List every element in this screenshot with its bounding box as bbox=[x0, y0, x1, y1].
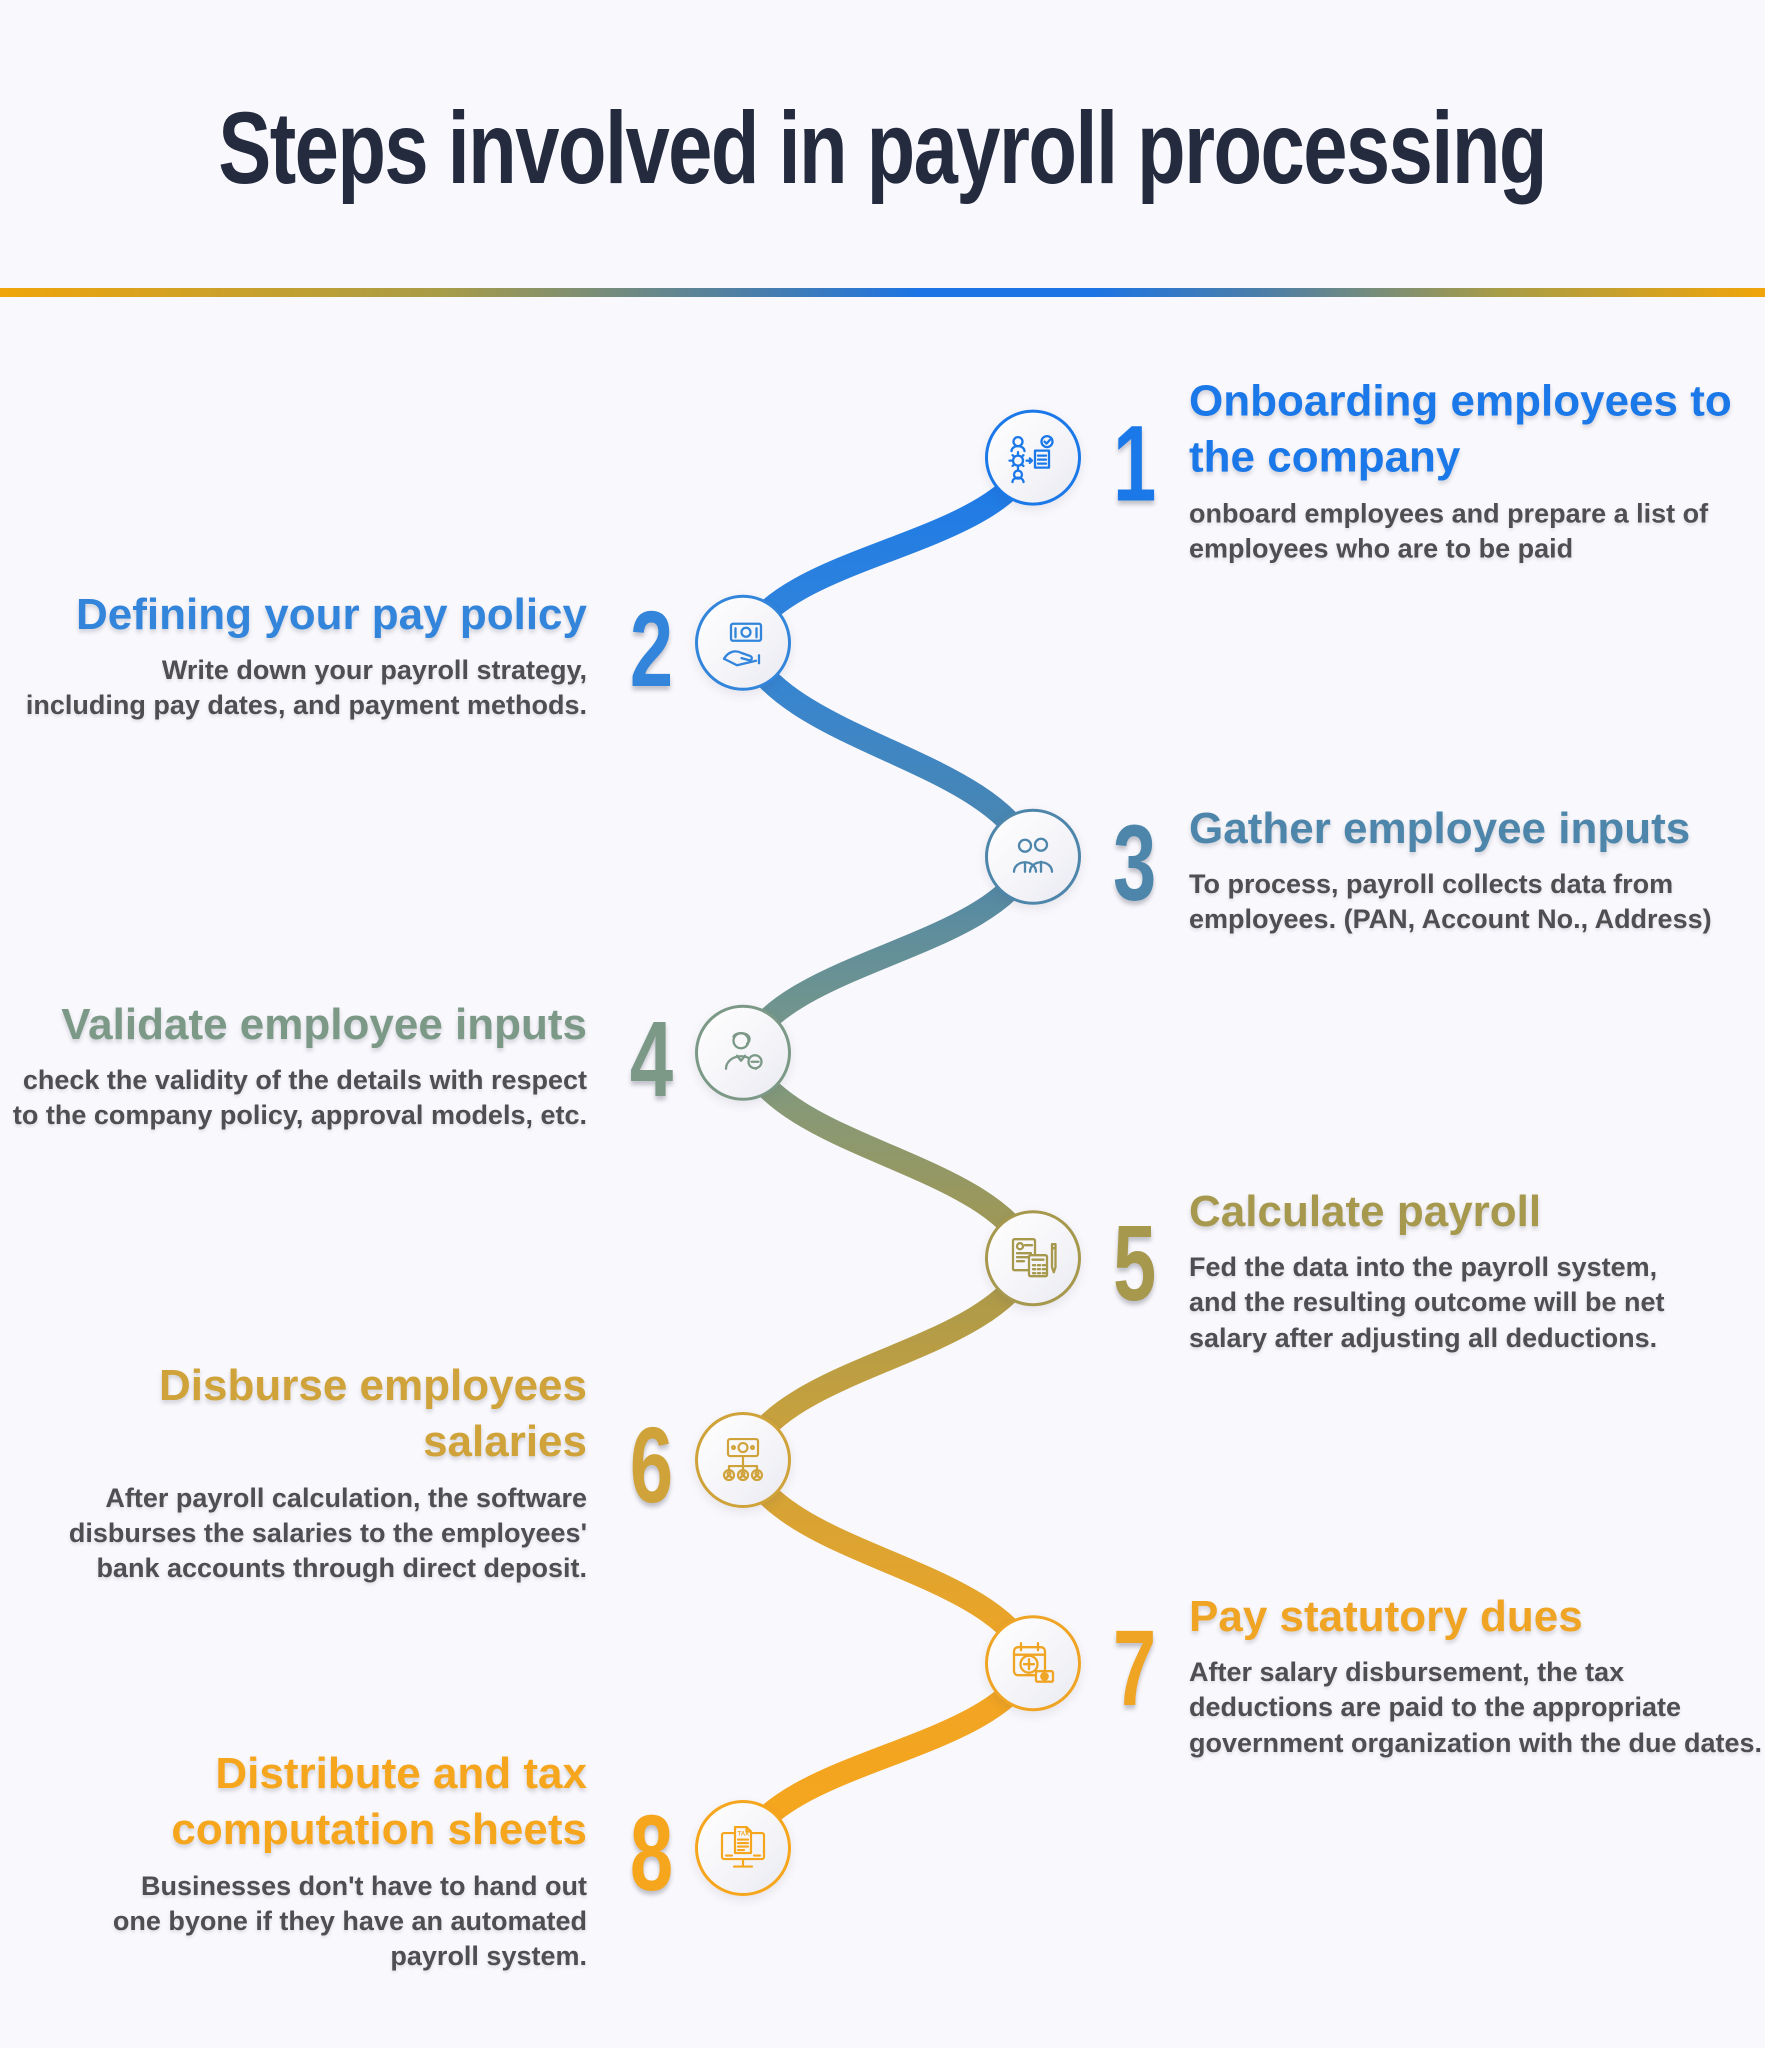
step-1: 1 Onboarding employees to the company on… bbox=[985, 362, 1732, 563]
step-8-circle: TAX bbox=[695, 1800, 791, 1896]
step-6-number: 6 bbox=[629, 1404, 674, 1526]
page-title: Steps involved in payroll processing bbox=[0, 78, 1765, 218]
step-7-title: Pay statutory dues bbox=[1189, 1592, 1583, 1642]
employees-icon bbox=[1005, 829, 1061, 885]
step-5: 5 Calculate payroll Fed the data into th… bbox=[985, 1172, 1665, 1353]
tax-sheets-icon: TAX bbox=[715, 1820, 771, 1876]
step-2: Defining your pay policy Write down your… bbox=[26, 575, 791, 720]
validate-icon bbox=[715, 1025, 771, 1081]
calculate-icon bbox=[1005, 1230, 1061, 1286]
step-3-title: Gather employee inputs bbox=[1189, 803, 1691, 853]
step-5-number: 5 bbox=[1113, 1202, 1157, 1324]
step-4-number: 4 bbox=[629, 997, 674, 1119]
step-4-text: Validate employee inputs check the valid… bbox=[13, 997, 587, 1134]
step-7-circle bbox=[985, 1615, 1081, 1711]
step-7-text: Pay statutory dues After salary disburse… bbox=[1189, 1589, 1762, 1761]
step-6-description: After payroll calculation, the software … bbox=[68, 1482, 587, 1583]
step-8-description: Businesses don't have to hand out one by… bbox=[112, 1870, 587, 1971]
step-5-text: Calculate payroll Fed the data into the … bbox=[1189, 1184, 1665, 1356]
step-1-description: onboard employees and prepare a list of … bbox=[1189, 498, 1709, 564]
step-7-description: After salary disbursement, the tax deduc… bbox=[1189, 1657, 1763, 1758]
step-3-circle bbox=[985, 809, 1081, 905]
step-6-title: Disburse employees salaries bbox=[159, 1361, 587, 1467]
step-8-text: Distribute and tax computation sheets Bu… bbox=[113, 1746, 587, 1974]
step-8-title: Distribute and tax computation sheets bbox=[171, 1749, 587, 1855]
step-3-text: Gather employee inputs To process, payro… bbox=[1189, 801, 1712, 938]
pay-policy-icon bbox=[715, 615, 771, 671]
step-2-description: Write down your payroll strategy, includ… bbox=[25, 655, 587, 721]
step-2-title: Defining your pay policy bbox=[76, 589, 587, 639]
disburse-icon bbox=[715, 1432, 771, 1488]
step-5-description: Fed the data into the payroll system, an… bbox=[1189, 1252, 1665, 1353]
onboarding-icon bbox=[1005, 430, 1061, 486]
step-2-number: 2 bbox=[629, 587, 674, 709]
step-6: Disburse employees salaries After payrol… bbox=[69, 1346, 791, 1583]
step-1-title: Onboarding employees to the company bbox=[1189, 376, 1732, 482]
step-2-circle bbox=[695, 595, 791, 691]
step-3-number: 3 bbox=[1113, 801, 1157, 923]
step-3: 3 Gather employee inputs To process, pay… bbox=[985, 789, 1712, 934]
step-6-text: Disburse employees salaries After payrol… bbox=[69, 1358, 587, 1586]
step-5-circle bbox=[985, 1210, 1081, 1306]
step-3-description: To process, payroll collects data from e… bbox=[1189, 869, 1712, 935]
step-2-text: Defining your pay policy Write down your… bbox=[26, 587, 587, 724]
step-4: Validate employee inputs check the valid… bbox=[13, 985, 791, 1130]
step-1-circle bbox=[985, 410, 1081, 506]
step-8: Distribute and tax computation sheets Bu… bbox=[113, 1734, 791, 1971]
step-1-text: Onboarding employees to the company onbo… bbox=[1189, 374, 1732, 567]
step-6-circle bbox=[695, 1412, 791, 1508]
step-4-description: check the validity of the details with r… bbox=[12, 1065, 587, 1131]
step-4-title: Validate employee inputs bbox=[61, 999, 587, 1049]
step-1-number: 1 bbox=[1113, 402, 1157, 524]
step-4-circle bbox=[695, 1005, 791, 1101]
step-7-number: 7 bbox=[1113, 1607, 1157, 1729]
page-title-text: Steps involved in payroll processing bbox=[218, 91, 1548, 205]
step-5-title: Calculate payroll bbox=[1189, 1187, 1542, 1237]
svg-text:TAX: TAX bbox=[738, 1832, 750, 1838]
step-8-number: 8 bbox=[629, 1792, 674, 1914]
gradient-divider bbox=[0, 288, 1765, 297]
step-7: 7 Pay statutory dues After salary disbur… bbox=[985, 1577, 1762, 1758]
statutory-dues-icon bbox=[1005, 1635, 1061, 1691]
